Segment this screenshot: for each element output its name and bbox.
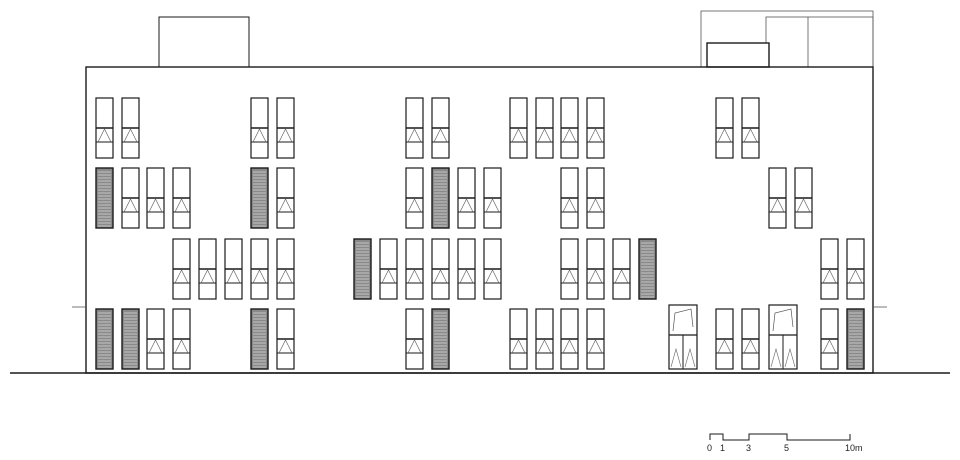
window-opening-mark <box>511 128 526 143</box>
window-opening-mark <box>226 269 241 284</box>
window-opening-mark <box>485 269 500 284</box>
scale-tick-3: 3 <box>746 443 751 453</box>
window-opening-mark <box>148 339 163 354</box>
window-opening-mark <box>614 269 629 284</box>
door-leaf-mark <box>784 347 796 368</box>
window-opening-mark <box>562 339 577 354</box>
window-opening-mark <box>407 269 422 284</box>
window-opening-mark <box>123 128 138 143</box>
window-opening-mark <box>278 128 293 143</box>
window-opening-mark <box>485 198 500 213</box>
window-opening-mark <box>588 339 603 354</box>
window-opening-mark <box>848 269 863 284</box>
window-opening-mark <box>822 339 837 354</box>
door-leaf-mark <box>684 347 696 368</box>
window-opening-mark <box>537 339 552 354</box>
window-shutter <box>95 167 114 229</box>
window-opening-mark <box>562 269 577 284</box>
window-opening-mark <box>252 128 267 143</box>
stair-core <box>706 42 770 68</box>
window-opening-mark <box>588 128 603 143</box>
window-opening-mark <box>717 339 732 354</box>
window-grid <box>95 97 865 370</box>
window-opening-mark <box>200 269 215 284</box>
window-opening-mark <box>433 128 448 143</box>
window-opening-mark <box>252 269 267 284</box>
window-shutter <box>95 308 114 370</box>
window-opening-mark <box>743 339 758 354</box>
scale-tick-10m: 10m <box>845 443 863 453</box>
window-opening-mark <box>123 198 138 213</box>
scale-tick-0: 0 <box>707 443 712 453</box>
window-opening-mark <box>407 128 422 143</box>
window-opening-mark <box>459 198 474 213</box>
scale-tick-1: 1 <box>720 443 725 453</box>
window-opening-mark <box>148 198 163 213</box>
roof-box-left <box>158 16 250 68</box>
window-opening-mark <box>407 198 422 213</box>
scale-tick-5: 5 <box>784 443 789 453</box>
window-shutter <box>250 167 269 229</box>
window-opening-mark <box>588 198 603 213</box>
window-opening-mark <box>770 198 785 213</box>
window-opening-mark <box>588 269 603 284</box>
window-shutter <box>846 308 865 370</box>
window-opening-mark <box>278 269 293 284</box>
window-opening-mark <box>407 339 422 354</box>
window-shutter <box>121 308 140 370</box>
window-opening-mark <box>433 269 448 284</box>
window-opening-mark <box>796 198 811 213</box>
window-opening-mark <box>278 198 293 213</box>
door-canopy-mark <box>672 308 694 332</box>
window-opening-mark <box>537 128 552 143</box>
window-opening-mark <box>97 128 112 143</box>
window-opening-mark <box>381 269 396 284</box>
window-opening-mark <box>174 269 189 284</box>
window-opening-mark <box>743 128 758 143</box>
window-opening-mark <box>511 339 526 354</box>
window-opening-mark <box>174 339 189 354</box>
facade-outline <box>85 66 874 374</box>
door-leaf-mark <box>670 347 682 368</box>
window-shutter <box>431 167 450 229</box>
window-shutter <box>250 308 269 370</box>
window-opening-mark <box>562 198 577 213</box>
window-opening-mark <box>459 269 474 284</box>
scale-bar-line <box>709 433 851 441</box>
scale-bar: 0 1 3 5 10m <box>707 433 863 453</box>
window-shutter <box>431 308 450 370</box>
window-opening-mark <box>278 339 293 354</box>
window-opening-mark <box>562 128 577 143</box>
window-shutter <box>353 238 372 300</box>
window-opening-mark <box>174 198 189 213</box>
door-leaf-mark <box>770 347 782 368</box>
window-opening-mark <box>822 269 837 284</box>
window-opening-mark <box>717 128 732 143</box>
door-canopy-mark <box>772 308 794 332</box>
window-shutter <box>638 238 657 300</box>
roof-box-right-inner <box>765 16 874 68</box>
